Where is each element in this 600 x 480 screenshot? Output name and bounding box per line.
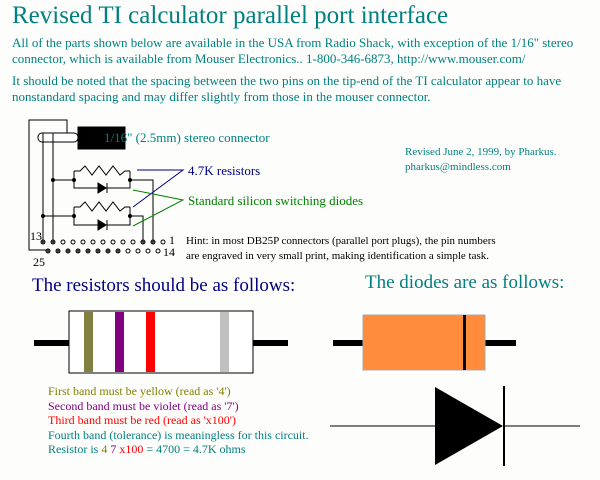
resistor-diode-pair-1 — [53, 165, 154, 242]
second-band-text: Second band must be violet (read as '7') — [48, 398, 239, 413]
db25-pin — [135, 248, 141, 254]
resistor-result-text: Resistor is 4 7 x100 = 4700 = 4.7K ohms — [48, 442, 309, 457]
db25-pin — [145, 248, 151, 254]
third-band-text: Third band must be red (read as 'x100') — [48, 413, 236, 427]
note-line-1: It should be noted that the spacing betw… — [12, 73, 562, 88]
db25-pin — [160, 239, 166, 245]
result-prefix: Resistor is — [48, 442, 102, 456]
cathode-band — [463, 315, 466, 370]
db25-pin — [60, 239, 66, 245]
db25-pin — [155, 248, 161, 254]
db25-pin — [90, 239, 96, 245]
resistor-pointer — [132, 169, 185, 208]
resistor-heading: The resistors should be as follows: — [32, 275, 296, 296]
page-title: Revised TI calculator parallel port inte… — [12, 2, 449, 29]
plug-tip — [37, 132, 79, 143]
db25-pin — [130, 239, 136, 245]
resistors-label: 4.7K resistors — [188, 163, 261, 178]
diodes-label: Standard silicon switching diodes — [188, 193, 364, 208]
diode-heading: The diodes are as follows: — [365, 272, 565, 293]
pin-25-label: 25 — [33, 255, 45, 269]
pin-13-label: 13 — [30, 229, 42, 243]
result-suffix: = 4700 = 4.7K ohms — [143, 442, 246, 456]
ground-wire — [28, 119, 68, 251]
intro-line-2: connector, which is available from Mouse… — [12, 51, 526, 66]
band-tolerance — [220, 312, 229, 372]
band-yellow — [84, 312, 93, 372]
result-digit-1: 4 — [101, 442, 108, 456]
pin-1-label: 1 — [169, 233, 175, 247]
fourth-band-text: Fourth band (tolerance) is meaningless f… — [48, 427, 309, 442]
diode-pointer — [132, 189, 185, 227]
result-multiplier: x100 — [116, 442, 144, 456]
intro-paragraph: All of the parts shown below are availab… — [12, 35, 573, 67]
db25-pin — [70, 239, 76, 245]
pin-row-top — [40, 239, 166, 245]
db25-pin — [120, 239, 126, 245]
revision-note: Revised June 2, 1999, by Pharkus. pharku… — [405, 145, 557, 175]
band-red — [146, 312, 155, 372]
intro-line-1: All of the parts shown below are availab… — [12, 35, 574, 50]
connector-label: 1/16" (2.5mm) stereo connector — [104, 130, 270, 145]
db25-pin — [80, 239, 86, 245]
db25-pin — [125, 248, 131, 254]
pin-14-label: 14 — [163, 245, 175, 259]
pin-row-bottom — [45, 248, 161, 254]
band-instructions: First band must be yellow (read as '4') … — [48, 384, 309, 457]
note-paragraph: It should be noted that the spacing betw… — [12, 73, 561, 105]
note-line-2: nonstandard spacing and may differ sligh… — [12, 89, 431, 104]
diode-image — [333, 314, 516, 371]
revision-line: Revised June 2, 1999, by Pharkus. — [405, 146, 557, 158]
plug-body — [77, 126, 126, 150]
db25-pin — [100, 239, 106, 245]
diode-symbol-icon — [330, 386, 580, 466]
email-link[interactable]: pharkus@mindless.com — [405, 161, 511, 173]
hint-text: Hint: in most DB25P connectors (parallel… — [186, 234, 496, 264]
hint-line-1: Hint: in most DB25P connectors (parallel… — [186, 235, 496, 247]
first-band-text: First band must be yellow (read as '4') — [48, 384, 231, 398]
resistor-diode-pair-2 — [43, 201, 144, 242]
band-violet — [115, 312, 124, 372]
result-digit-2: 7 — [107, 442, 117, 456]
hint-line-2: are engraved in very small print, making… — [186, 250, 490, 262]
resistor-image — [34, 310, 288, 374]
db25-pin — [110, 239, 116, 245]
